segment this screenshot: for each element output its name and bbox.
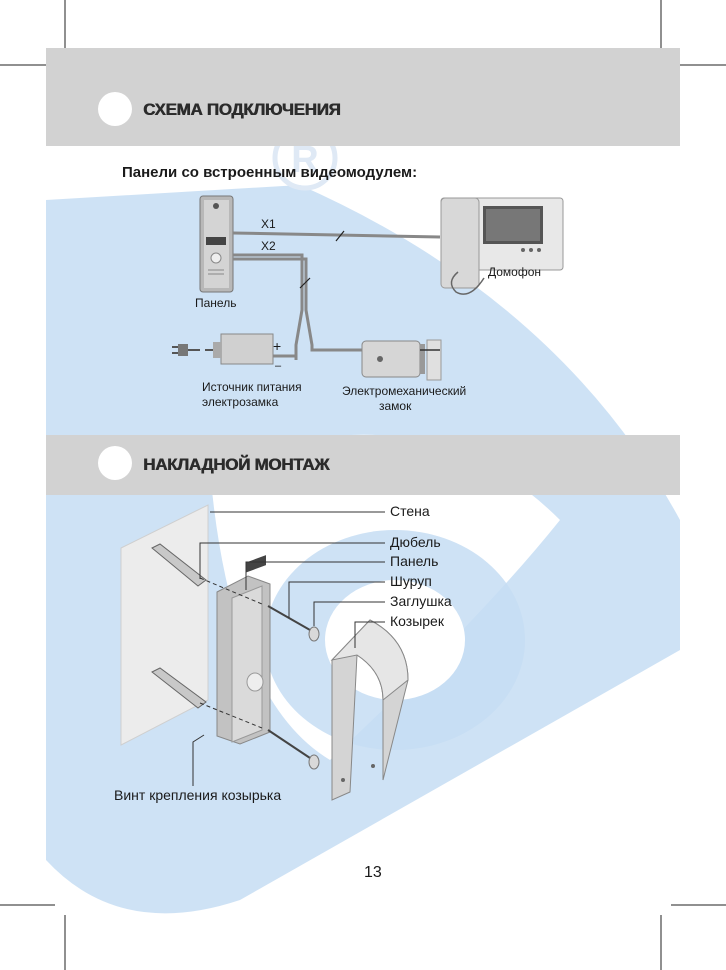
section-title-mounting: НАКЛАДНОЙ МОНТАЖ [143,455,330,474]
label-visor: Козырек [390,613,445,629]
wall-icon [120,504,209,746]
electromechanical-lock-icon [361,339,442,381]
page-number: 13 [364,864,382,881]
section-title-connection: СХЕМА ПОДКЛЮЧЕНИЯ [143,100,341,119]
panel-icon [216,555,271,745]
watermark-letter: R [291,139,318,181]
connection-subtitle: Панели со встроенным видеомодулем: [122,164,418,181]
label-psu-line2: электрозамка [202,395,279,409]
label-minus: – [275,360,282,372]
connection-diagram: X1 X2 Домофон Панель + – Источник питани… [172,195,564,413]
label-plus: + [273,338,281,354]
label-intercom: Домофон [488,265,541,279]
label-lock-line1: Электромеханический [342,384,466,398]
mounting-diagram: Стена Дюбель Панель Шуруп Заглушка Козыр… [114,503,452,803]
screw-icon [267,605,311,759]
label-panel: Панель [195,296,236,310]
section-bullet-icon [98,446,132,480]
cable-x2 [233,253,362,360]
label-visor-screw: Винт крепления козырька [114,787,281,803]
label-plug: Заглушка [390,593,452,609]
label-psu-line1: Источник питания [202,380,302,394]
section-bullet-icon [98,92,132,126]
intercom-monitor-icon [440,197,564,295]
label-wall: Стена [390,503,430,519]
section-header-mounting [46,435,680,495]
call-panel-icon [199,195,234,293]
plug-icon [308,626,320,770]
dowel-icon [151,543,207,709]
cable-x1 [232,231,441,239]
label-lock-line2: замок [379,399,412,413]
visor-icon [330,619,409,801]
label-screw: Шуруп [390,573,432,589]
label-x1: X1 [261,217,276,231]
power-supply-icon [172,333,296,365]
label-x2: X2 [261,239,276,253]
section-header-connection [46,48,680,146]
label-panel: Панель [390,553,438,569]
label-dowel: Дюбель [390,534,441,550]
